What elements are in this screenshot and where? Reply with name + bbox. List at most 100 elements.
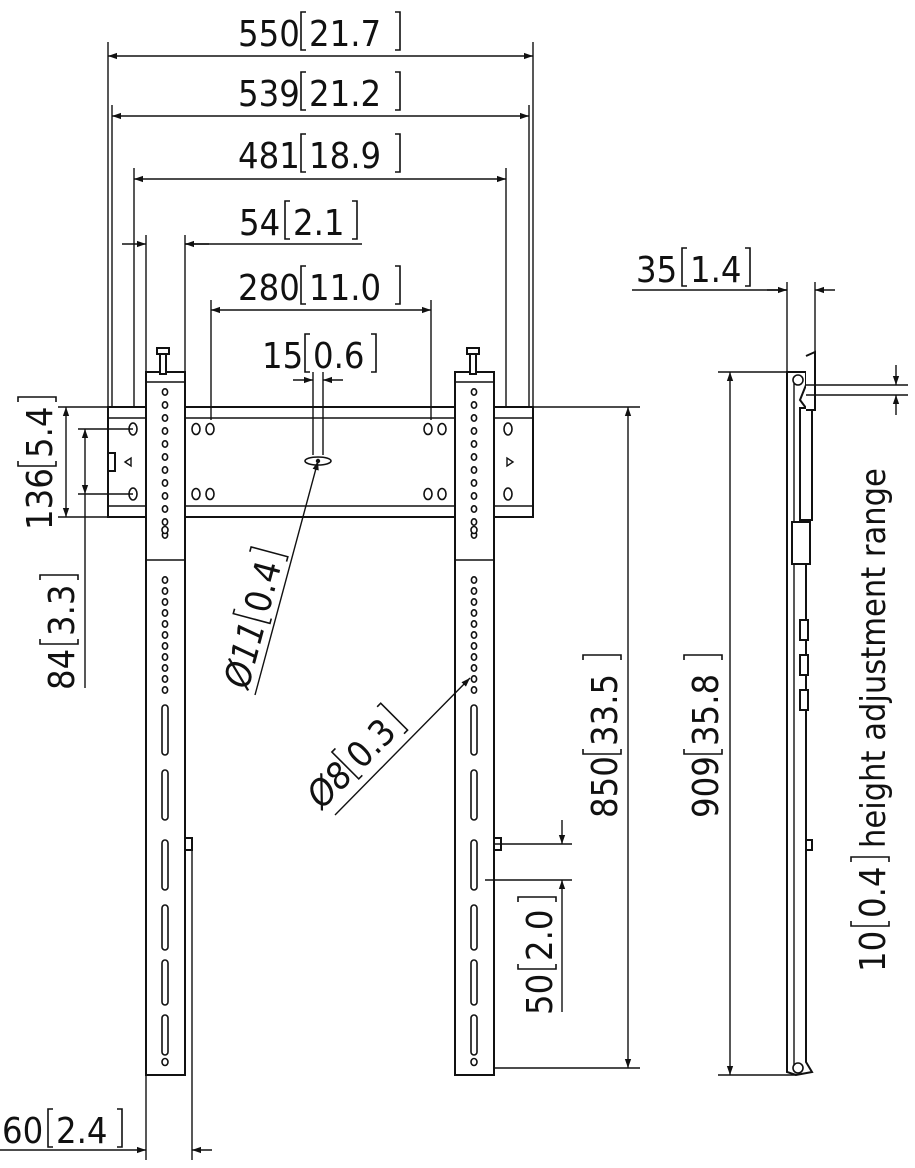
hole-diameter-large-prefix: Ø11 xyxy=(217,617,274,694)
rail-hole xyxy=(161,452,169,461)
rail-slot xyxy=(161,904,169,951)
rail-hole xyxy=(470,517,478,526)
hole-spacing-mm: 280 xyxy=(238,268,300,309)
hook-spacing-in: 2.0 xyxy=(520,910,561,962)
rail-hole xyxy=(161,641,169,650)
rail-hole xyxy=(470,663,478,672)
depth-mm: 35 xyxy=(636,250,677,291)
rail-hole xyxy=(470,575,478,584)
rail-hole xyxy=(161,674,169,683)
rail-spacing-in: 18.9 xyxy=(309,136,381,177)
rail-hole xyxy=(470,619,478,628)
rail-hole xyxy=(470,465,478,474)
rail-width-in: 2.1 xyxy=(293,203,345,244)
rail-slot xyxy=(470,839,478,891)
front-view xyxy=(107,347,534,1076)
rail-hole xyxy=(470,478,478,487)
rail-hole xyxy=(161,400,169,409)
rail-slot xyxy=(161,839,169,891)
rail-hole xyxy=(470,439,478,448)
rail-hole xyxy=(470,685,478,694)
rail-hole xyxy=(161,619,169,628)
rail-hole xyxy=(470,630,478,639)
rail-hole xyxy=(161,652,169,661)
hole-vertical-mm: 84 xyxy=(42,649,83,690)
rail-hole xyxy=(161,465,169,474)
rail-hole xyxy=(161,426,169,435)
rail-slot xyxy=(161,1014,169,1056)
rail-hole xyxy=(161,439,169,448)
plate-holes xyxy=(128,422,513,501)
rail-slot xyxy=(470,904,478,951)
rail-hole xyxy=(161,597,169,606)
hole-diameter-large-in: 0.4 xyxy=(237,557,290,617)
overall-width-mm: 550 xyxy=(238,14,300,55)
rail-slot xyxy=(161,769,169,821)
total-height-in: 35.8 xyxy=(686,674,727,746)
rail-hole xyxy=(161,663,169,672)
rail-hole xyxy=(470,1057,478,1067)
rail-hole xyxy=(161,575,169,584)
dimension-labels: 550 21.7 539 21.2 481 18.9 54 2.1 280 11… xyxy=(2,11,894,1152)
rail-slot xyxy=(470,1014,478,1056)
rail-hole xyxy=(470,504,478,513)
left-rail xyxy=(145,347,193,1076)
rail-hole xyxy=(161,387,169,396)
rail-hole xyxy=(161,608,169,617)
rail-hole xyxy=(470,413,478,422)
dimension-lines xyxy=(0,42,908,1160)
rail-hole xyxy=(470,652,478,661)
plate-height-in: 5.4 xyxy=(20,407,61,459)
side-view xyxy=(786,350,816,1077)
height-adjustment-label: height adjustment range xyxy=(854,468,894,848)
rail-hole xyxy=(161,478,169,487)
rail-hole xyxy=(470,491,478,500)
rail-slot xyxy=(470,959,478,1006)
rail-hole xyxy=(161,413,169,422)
rail-holes xyxy=(161,387,478,1067)
rail-slot xyxy=(161,704,169,756)
center-slot-in: 0.6 xyxy=(313,336,365,377)
rail-hole xyxy=(161,586,169,595)
rail-hole xyxy=(161,685,169,694)
plate-width-mm: 539 xyxy=(238,74,300,115)
height-adjustment-in: 0.4 xyxy=(853,867,894,919)
rail-hole xyxy=(470,586,478,595)
foot-width-in: 2.4 xyxy=(56,1111,108,1152)
rail-hole xyxy=(161,504,169,513)
rail-height-in: 33.5 xyxy=(585,674,626,746)
rail-hole xyxy=(161,1057,169,1067)
height-adjustment-mm: 10 xyxy=(853,931,894,972)
plate-height-mm: 136 xyxy=(20,468,61,530)
rail-hole xyxy=(470,387,478,396)
foot-width-mm: 60 xyxy=(2,1111,43,1152)
rail-hole xyxy=(470,674,478,683)
rail-hole xyxy=(161,491,169,500)
rail-slot xyxy=(470,704,478,756)
rail-width-mm: 54 xyxy=(239,203,280,244)
rail-hole xyxy=(470,608,478,617)
hook-spacing-mm: 50 xyxy=(520,974,561,1015)
rail-slot xyxy=(161,959,169,1006)
overall-width-in: 21.7 xyxy=(309,14,381,55)
hole-vertical-in: 3.3 xyxy=(42,585,83,637)
depth-in: 1.4 xyxy=(690,250,742,291)
center-slot-mm: 15 xyxy=(262,336,303,377)
rail-height-mm: 850 xyxy=(585,756,626,818)
plate-width-in: 21.2 xyxy=(309,74,381,115)
rail-hole xyxy=(161,525,169,535)
right-rail xyxy=(454,347,502,1076)
rail-hole xyxy=(470,641,478,650)
rail-hole xyxy=(470,426,478,435)
hole-diameter-small-prefix: Ø8 xyxy=(298,755,361,818)
rail-hole xyxy=(470,400,478,409)
rail-hole xyxy=(161,630,169,639)
rail-hole xyxy=(470,452,478,461)
rail-spacing-mm: 481 xyxy=(238,136,300,177)
rail-hole xyxy=(470,525,478,535)
rail-slot xyxy=(470,769,478,821)
total-height-mm: 909 xyxy=(686,756,727,818)
rail-hole xyxy=(161,517,169,526)
hole-spacing-in: 11.0 xyxy=(309,268,381,309)
